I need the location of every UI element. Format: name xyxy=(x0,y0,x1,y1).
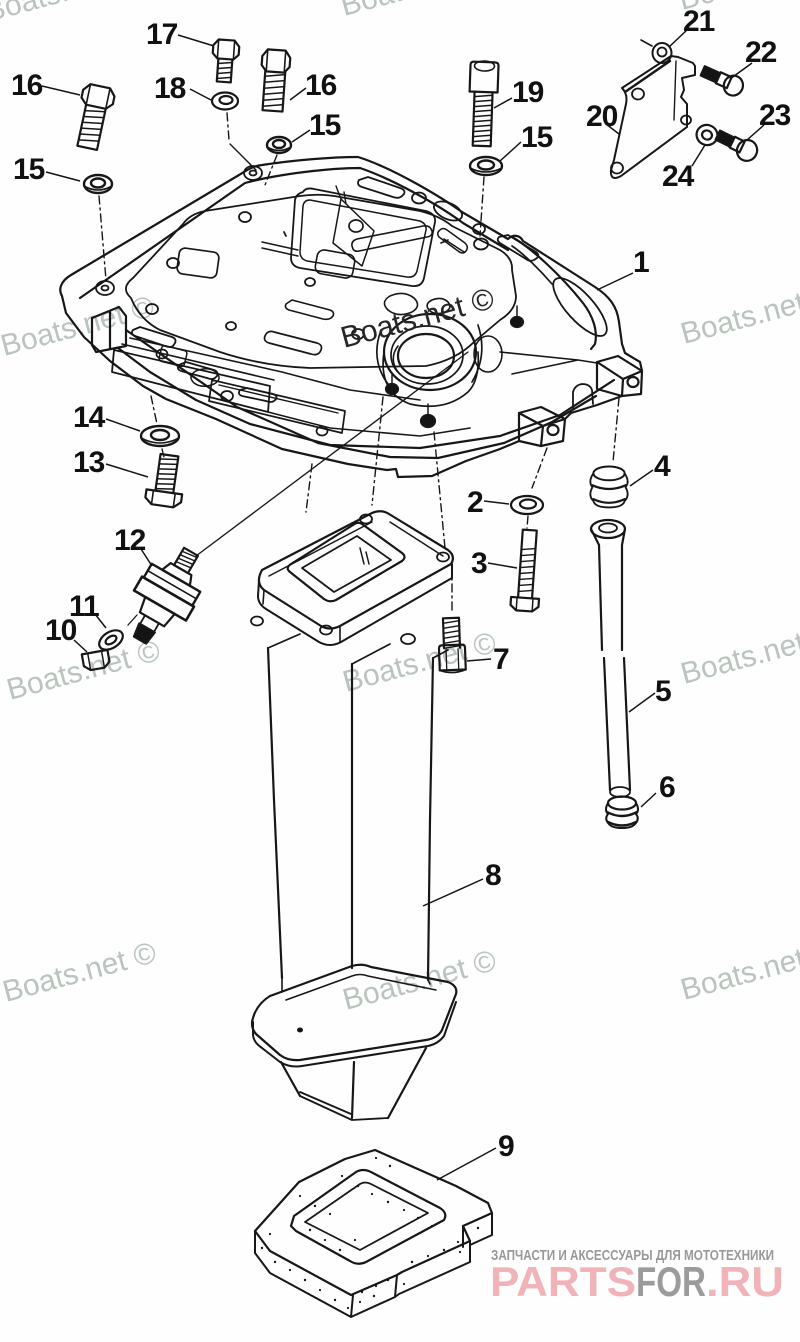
svg-text:3: 3 xyxy=(471,547,487,580)
svg-text:10: 10 xyxy=(45,614,77,647)
svg-text:15: 15 xyxy=(521,121,553,154)
svg-text:15: 15 xyxy=(13,153,45,186)
svg-text:PARTS: PARTS xyxy=(490,1258,636,1305)
svg-text:7: 7 xyxy=(493,643,509,676)
svg-text:17: 17 xyxy=(146,18,178,51)
svg-text:13: 13 xyxy=(73,446,105,479)
svg-text:.RU: .RU xyxy=(706,1258,784,1305)
svg-text:5: 5 xyxy=(655,675,671,708)
svg-text:ЗАПЧАСТИ И АКСЕССУАРЫ ДЛЯ МОТО: ЗАПЧАСТИ И АКСЕССУАРЫ ДЛЯ МОТОТЕХНИКИ xyxy=(491,1248,774,1264)
svg-text:15: 15 xyxy=(309,109,341,142)
svg-text:20: 20 xyxy=(586,100,618,133)
svg-text:1: 1 xyxy=(633,246,649,279)
svg-text:4: 4 xyxy=(654,450,671,483)
svg-text:2: 2 xyxy=(467,486,483,519)
svg-text:11: 11 xyxy=(69,590,99,623)
svg-text:14: 14 xyxy=(73,401,106,434)
svg-text:16: 16 xyxy=(11,69,43,102)
svg-text:19: 19 xyxy=(512,76,544,109)
svg-text:FOR: FOR xyxy=(636,1258,706,1305)
svg-text:6: 6 xyxy=(659,771,675,804)
svg-text:24: 24 xyxy=(662,160,695,193)
svg-text:23: 23 xyxy=(759,99,791,132)
svg-text:22: 22 xyxy=(745,36,777,69)
svg-text:9: 9 xyxy=(498,1130,514,1163)
svg-text:21: 21 xyxy=(683,5,715,38)
svg-text:16: 16 xyxy=(305,69,337,102)
svg-text:18: 18 xyxy=(154,72,186,105)
svg-text:12: 12 xyxy=(114,524,146,557)
svg-text:8: 8 xyxy=(485,859,501,892)
